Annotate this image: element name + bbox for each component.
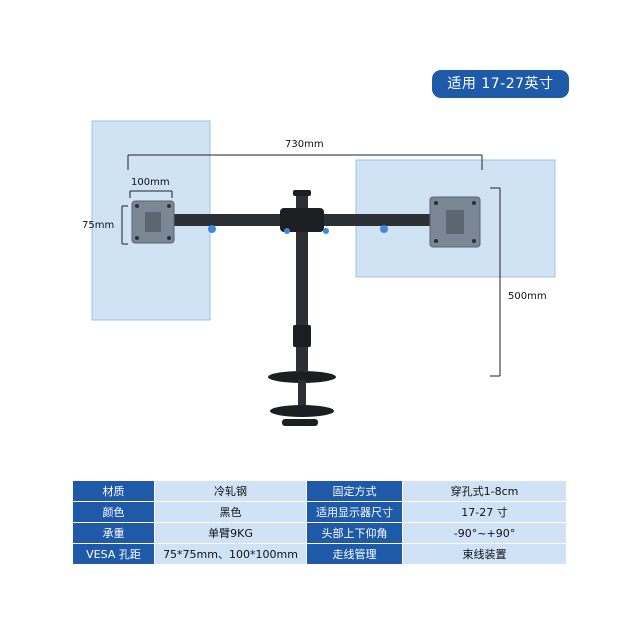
spec-value: 75*75mm、100*100mm xyxy=(154,543,307,565)
vesa-height-label: 75mm xyxy=(82,220,115,231)
left-arm xyxy=(172,214,282,226)
spec-value: 17-27 寸 xyxy=(402,501,567,523)
joint-knob-left xyxy=(284,228,290,234)
spec-key: 材质 xyxy=(72,480,155,502)
height-dimension-line xyxy=(490,187,501,377)
arm-joint xyxy=(280,208,324,232)
width-dimension-line xyxy=(127,154,483,170)
spec-value: 束线装置 xyxy=(402,543,567,565)
table-row: 承重 单臂9KG 头部上下仰角 -90°~+90° xyxy=(72,522,567,544)
spec-key: 固定方式 xyxy=(306,480,403,502)
spec-value: 穿孔式1-8cm xyxy=(402,480,567,502)
width-total-label: 730mm xyxy=(285,139,324,150)
monitor-arm-diagram xyxy=(91,120,556,426)
spec-key: 适用显示器尺寸 xyxy=(306,501,403,523)
table-row: 材质 冷轧钢 固定方式 穿孔式1-8cm xyxy=(72,480,567,502)
spec-table: 材质 冷轧钢 固定方式 穿孔式1-8cm 颜色 黑色 适用显示器尺寸 17-27… xyxy=(72,480,567,565)
table-row: VESA 孔距 75*75mm、100*100mm 走线管理 束线装置 xyxy=(72,543,567,565)
clamp-post xyxy=(298,380,306,406)
spec-value: 黑色 xyxy=(154,501,307,523)
spec-value: 冷轧钢 xyxy=(154,480,307,502)
spec-key: 头部上下仰角 xyxy=(306,522,403,544)
spec-key: VESA 孔距 xyxy=(72,543,155,565)
right-vesa-plate xyxy=(429,196,481,248)
left-vesa-plate xyxy=(131,200,175,244)
left-arm-knob xyxy=(208,225,216,233)
base-plate-bottom xyxy=(270,405,334,417)
spec-value: 单臂9KG xyxy=(154,522,307,544)
size-range-badge: 适用 17-27英寸 xyxy=(432,70,569,98)
vesa-width-label: 100mm xyxy=(131,177,170,188)
clamp-handle xyxy=(282,419,318,426)
base-plate-top xyxy=(268,371,336,383)
vesa-height-dimension-line xyxy=(121,205,128,245)
pole-top-cap xyxy=(293,190,311,196)
joint-knob-right xyxy=(323,228,329,234)
table-row: 颜色 黑色 适用显示器尺寸 17-27 寸 xyxy=(72,501,567,523)
height-label: 500mm xyxy=(508,291,547,302)
pole-collar xyxy=(293,325,311,347)
right-arm-knob xyxy=(380,225,388,233)
spec-key: 承重 xyxy=(72,522,155,544)
spec-value: -90°~+90° xyxy=(402,522,567,544)
vesa-width-dimension-line xyxy=(129,190,173,198)
right-arm xyxy=(322,214,432,226)
spec-key: 走线管理 xyxy=(306,543,403,565)
spec-key: 颜色 xyxy=(72,501,155,523)
